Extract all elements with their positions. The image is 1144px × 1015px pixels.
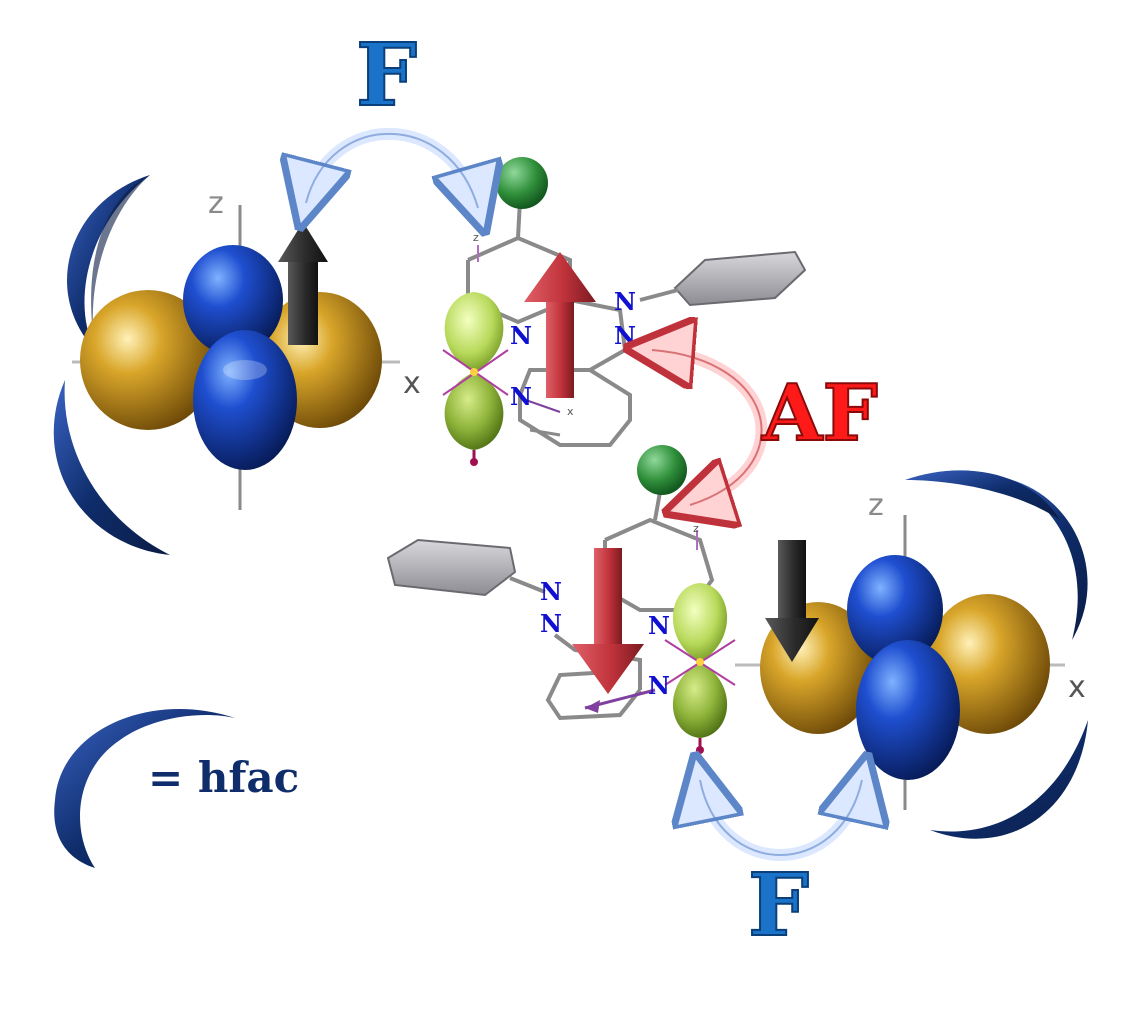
nitrogen-label: N [510,382,532,411]
p-orbital-lobe-lower [444,372,504,450]
spin-arrow-down-black [765,540,819,662]
spin-arrow-up-red [524,252,596,398]
p-orbital-lobe-upper [672,583,728,662]
hfac-legend-icon [54,708,235,868]
hfac-ligand-shape [930,720,1088,839]
nitrogen-label: N [614,287,636,316]
axis-z-label: z [208,186,224,221]
ferromagnetic-label-top: F [356,25,417,126]
nitrogen-label: N [648,671,670,700]
d-orbital-blue-lobe-front [856,640,960,780]
nitrogen-label: N [510,321,532,350]
antiferromagnetic-label: AF [761,368,878,459]
axis-x-label-small: x [567,405,574,418]
p-orbital-lobe-lower [672,662,728,738]
legend: = hfac [54,708,299,868]
phenyl-ring [673,250,807,307]
ferromagnetic-label-bottom: F [748,855,809,956]
axis-x-label: x [1068,670,1086,705]
chlorine-atom [637,445,687,495]
metal-center-right: z x [735,470,1088,839]
d-orbital-blue-lobe-front [193,330,297,470]
hfac-ligand-shape [66,175,150,350]
radical-ligand-top: z x N N N N [442,157,807,466]
axis-z-label-small: z [473,231,479,244]
d-orbital-blue-lobe-back [847,555,943,665]
radical-ligand-bottom: z N N N N [386,445,736,754]
axis-x-label: x [403,366,421,401]
nitrogen-label: N [540,609,562,638]
axis-z-label: z [868,488,884,523]
hfac-ligand-shape [53,380,170,555]
hfac-ligand-shape [91,175,150,350]
p-orbital-lobe-upper [444,292,504,372]
hfac-ligand-shape [905,470,1060,520]
axis-z-label-small: z [693,522,699,535]
ferro-coupling-arrow-bottom [700,780,862,861]
nitrogen-label: N [614,321,636,350]
spin-arrow-down-red [572,548,644,694]
metal-center-left: z x [53,175,421,555]
legend-text: = hfac [148,753,299,802]
nitrogen-label: N [540,577,562,606]
ferro-coupling-arrow-top [306,127,478,208]
hfac-ligand-shape [1005,478,1088,640]
nitrogen-label: N [648,611,670,640]
d-orbital-gold-lobe-left [80,290,216,430]
phenyl-ring [386,538,517,597]
chlorine-atom [496,157,548,209]
d-orbital-blue-lobe-back [183,245,283,355]
